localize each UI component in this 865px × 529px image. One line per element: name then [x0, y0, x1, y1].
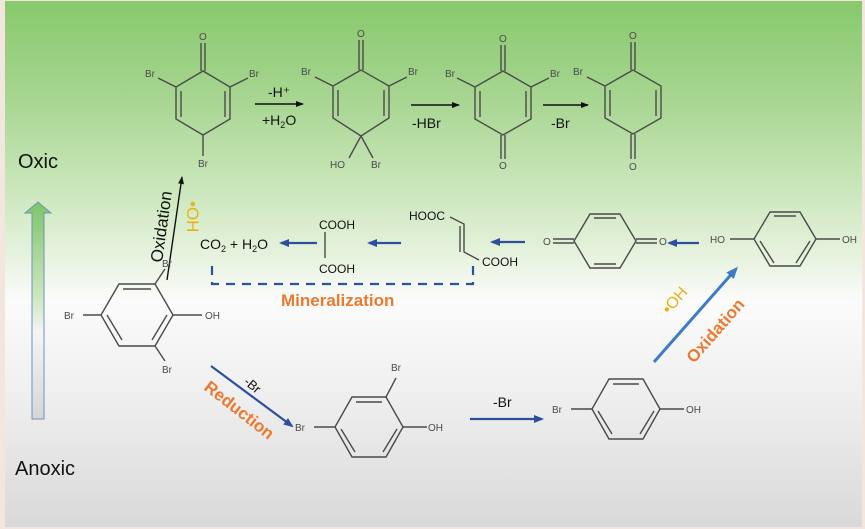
atom-label: HOOC [409, 209, 445, 223]
step1-label-top: -H⁺ [268, 84, 290, 100]
atom-label: Br [295, 423, 306, 434]
reduction-step-label: -Br [241, 374, 264, 397]
molecule-maleic-acid: HOOC COOH [409, 209, 518, 269]
atom-label: OH [205, 311, 220, 322]
step1-label-bottom: +H2O [262, 112, 296, 130]
molecule-tribromophenol: Br Br Br OH [64, 259, 220, 376]
atom-label: Br [371, 160, 382, 171]
molecule-hydroquinone: HO OH [710, 211, 857, 267]
oxidation-arrow-left [166, 176, 184, 281]
atom-label: Br [445, 69, 456, 80]
atom-label: OH [428, 423, 443, 434]
oxic-anoxic-gradient-arrow [23, 201, 53, 420]
oh-radical-label-right: •OH [659, 284, 691, 317]
atom-label: Br [573, 67, 584, 78]
pathway-diagram: Oxic Anoxic O Br Br Br -H⁺ +H2O O Br Br … [5, 1, 862, 527]
atom-label: HO [330, 160, 345, 171]
diagram-canvas: Oxic Anoxic O Br Br Br -H⁺ +H2O O Br Br … [15, 29, 857, 480]
atom-label: COOH [319, 218, 355, 232]
atom-label: Br [552, 405, 563, 416]
molecule-oxalic-acid: COOH COOH [319, 218, 355, 276]
atom-label: O [629, 31, 637, 42]
dbp-to-bp-label: -Br [493, 394, 512, 410]
atom-label: Br [162, 365, 173, 376]
mineralization-label: Mineralization [281, 291, 394, 310]
oxic-label: Oxic [18, 151, 58, 173]
atom-label: Br [64, 311, 75, 322]
atom-label: Br [391, 363, 402, 374]
atom-label: Br [301, 67, 312, 78]
reduction-arrow [210, 365, 294, 428]
oxidation-label-right: Oxidation [683, 295, 749, 367]
atom-label: OH [842, 235, 857, 246]
atom-label: Br [249, 69, 260, 80]
atom-label: Br [550, 69, 561, 80]
atom-label: O [199, 32, 207, 43]
atom-label: O [543, 237, 551, 248]
atom-label: O [629, 162, 637, 173]
molecule-dibromo-benzoquinone: O Br Br O [445, 34, 561, 172]
step3-label: -Br [551, 115, 570, 131]
atom-label: O [499, 161, 507, 172]
atom-label: Br [145, 69, 156, 80]
atom-label: O [499, 34, 507, 45]
atom-label: Br [198, 159, 209, 170]
molecule-bromophenol: Br OH [552, 378, 701, 440]
molecule-bromo-benzoquinone: O Br O [573, 31, 662, 173]
atom-label: COOH [482, 255, 518, 269]
molecule-tribromo-dienone: O Br Br Br [145, 32, 260, 170]
molecule-benzoquinone: O O [543, 213, 667, 269]
atom-label: Br [408, 67, 419, 78]
atom-label: HO [710, 235, 725, 246]
anoxic-label: Anoxic [15, 458, 75, 480]
atom-label: Br [162, 259, 173, 270]
oxidation-arrow-right [652, 266, 738, 363]
atom-label: O [357, 29, 365, 40]
mineralization-bracket [210, 266, 475, 286]
co2-h2o-product: CO2 + H2O [200, 236, 268, 254]
atom-label: COOH [319, 262, 355, 276]
atom-label: OH [686, 405, 701, 416]
step2-label: -HBr [412, 115, 441, 131]
molecule-hydroxy-tribromo-dienone: O Br Br HO Br [301, 29, 419, 171]
oh-radical-label-left: •OH [183, 201, 202, 232]
molecule-dibromophenol: Br Br OH [295, 363, 443, 458]
atom-label: O [659, 237, 667, 248]
